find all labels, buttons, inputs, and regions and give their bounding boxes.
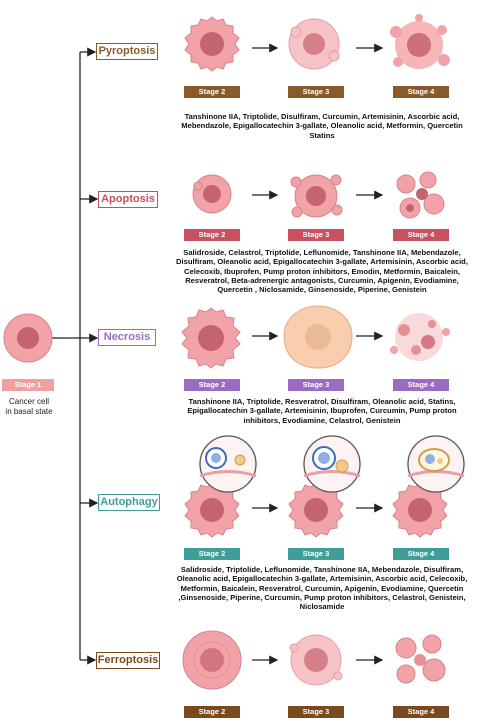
apoptosis-drug-list: Salidroside, Celastrol, Triptolide, Lefl… (176, 248, 468, 295)
origin-cancer-cell (3, 313, 53, 363)
necrosis-stage-2-cell (181, 307, 241, 369)
ferroptosis-stage-3-tag: Stage 3 (288, 706, 344, 718)
origin-caption-line2: in basal state (5, 407, 53, 416)
autophagy-stage-4-inset (407, 435, 465, 493)
pathway-label-necrosis: Necrosis (98, 329, 156, 346)
necrosis-stage-4-cell (390, 313, 450, 361)
autophagy-stage-4-cell (392, 482, 448, 538)
apoptosis-stage-4-tag: Stage 4 (393, 229, 449, 241)
ferroptosis-stage-4-cell (395, 634, 446, 684)
pyroptosis-stage-2-cell (184, 16, 240, 72)
autophagy-drug-list: Salidroside, Triptolide, Leflunomide, Ta… (176, 565, 468, 612)
pathway-label-ferroptosis: Ferroptosis (96, 652, 160, 669)
autophagy-stage-2-cell (184, 482, 240, 538)
origin-caption-line1: Cancer cell (8, 397, 49, 406)
necrosis-stage-3-tag: Stage 3 (288, 379, 344, 391)
autophagy-stage-3-tag: Stage 3 (288, 548, 344, 560)
ferroptosis-stage-2-tag: Stage 2 (184, 706, 240, 718)
ferroptosis-stage-3-cell (289, 634, 343, 686)
necrosis-stage-4-tag: Stage 4 (393, 379, 449, 391)
pyroptosis-drug-list: Tanshinone IIA, Triptolide, Disulfiram, … (181, 112, 463, 140)
apoptosis-stage-2-tag: Stage 2 (184, 229, 240, 241)
autophagy-stage-2-tag: Stage 2 (184, 548, 240, 560)
autophagy-stage-2-inset (199, 435, 257, 493)
apoptosis-stage-3-tag: Stage 3 (288, 229, 344, 241)
pyroptosis-stage-3-cell (288, 18, 340, 70)
pyroptosis-stage-4-tag: Stage 4 (393, 86, 449, 98)
autophagy-stage-4-tag: Stage 4 (393, 548, 449, 560)
apoptosis-stage-3-cell (290, 174, 343, 218)
necrosis-drug-list: Tanshinone IIA, Triptolide, Resveratrol,… (187, 397, 457, 425)
origin-stage-tag: Stage 1 (2, 379, 54, 391)
ferroptosis-stage-4-tag: Stage 4 (393, 706, 449, 718)
apoptosis-stage-4-cell (396, 171, 445, 219)
pathway-label-autophagy: Autophagy (98, 494, 160, 511)
necrosis-stage-3-cell (283, 305, 353, 369)
apoptosis-stage-2-cell (192, 174, 232, 214)
origin-caption: Cancer cell in basal state (0, 397, 58, 417)
ferroptosis-stage-2-cell (182, 630, 242, 690)
pathway-label-pyroptosis: Pyroptosis (96, 43, 158, 60)
pathway-label-apoptosis: Apoptosis (98, 191, 158, 208)
autophagy-stage-3-cell (288, 482, 344, 538)
autophagy-stage-3-inset (303, 435, 361, 493)
pyroptosis-stage-2-tag: Stage 2 (184, 86, 240, 98)
pyroptosis-stage-4-cell (390, 14, 450, 69)
pyroptosis-stage-3-tag: Stage 3 (288, 86, 344, 98)
necrosis-stage-2-tag: Stage 2 (184, 379, 240, 391)
